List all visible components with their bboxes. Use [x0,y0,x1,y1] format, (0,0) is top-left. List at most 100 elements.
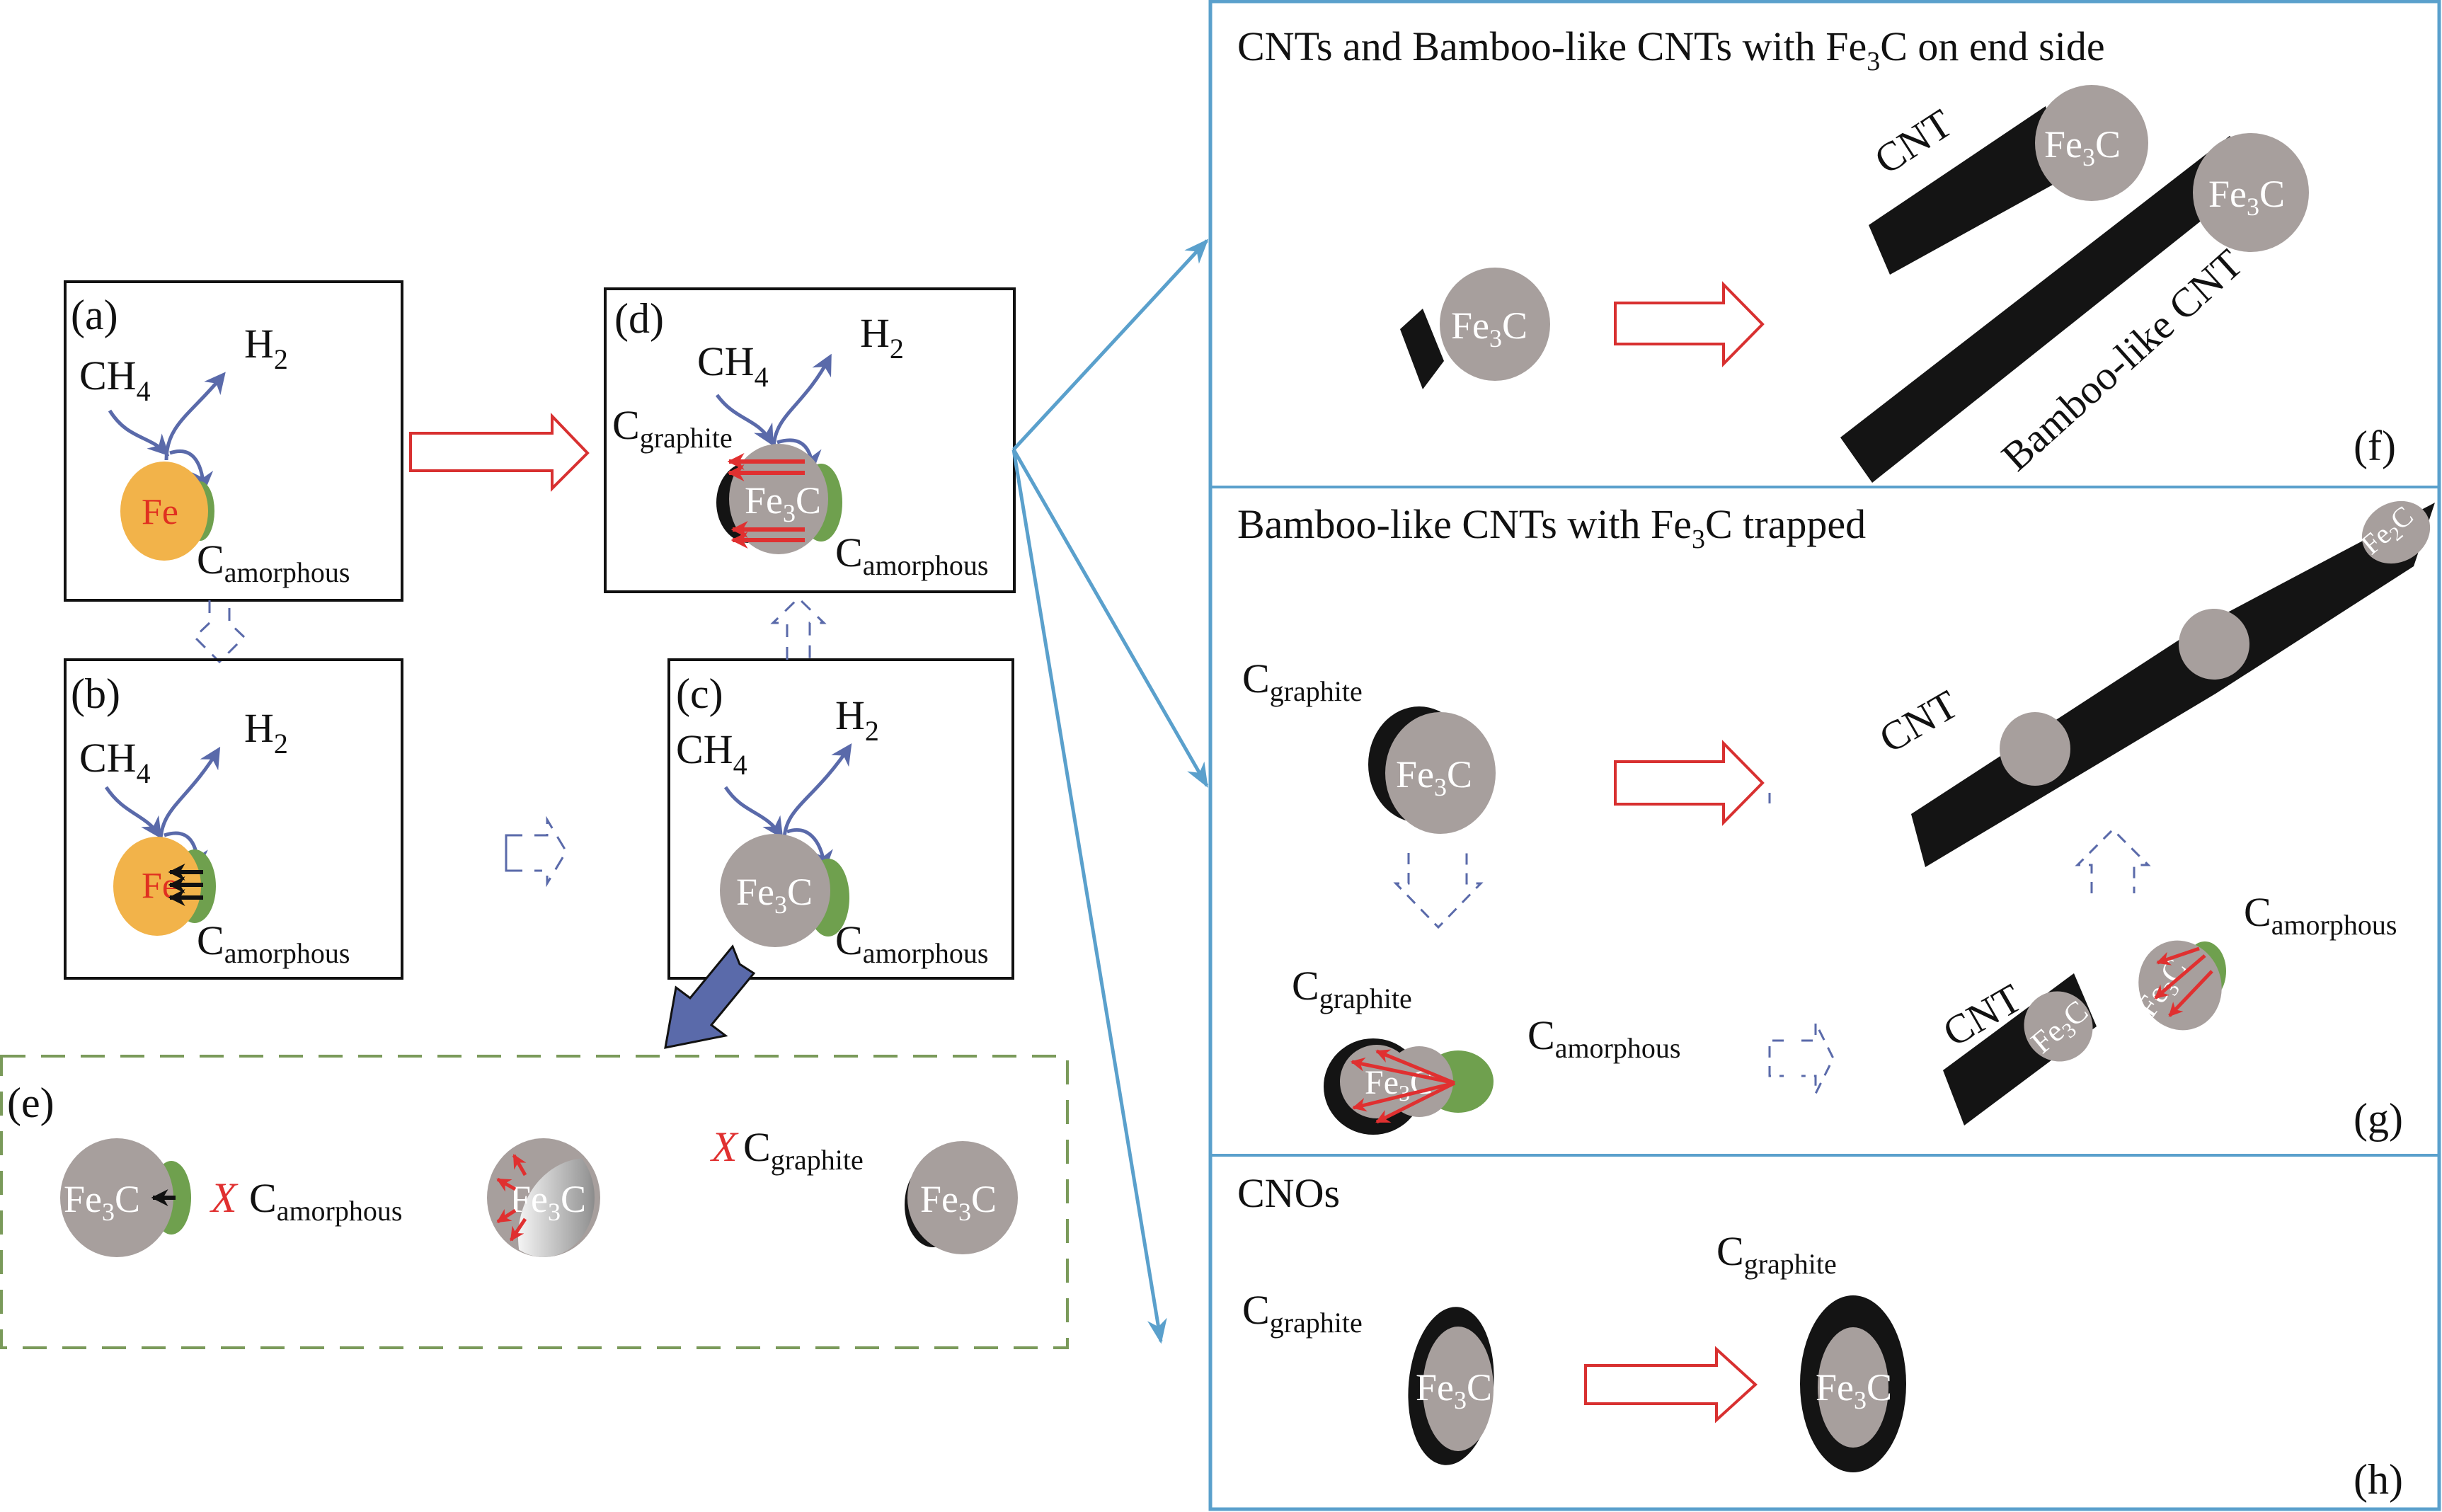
panel-d-frame [604,287,1016,593]
panel-c-frame [667,658,1014,980]
bamboo-cnt-with-trapped-fe3c: Fe2C CNT [1871,500,2435,867]
panel-e-frame [0,1055,1069,1349]
c-graphite-label: Cgraphite [612,402,733,454]
h2-label: H2 [244,321,288,375]
ch4-label: CH4 [697,338,769,393]
panel-c-tag: (c) [676,670,723,717]
h2-outflow-arrow [772,353,832,448]
panel-b: (b) CH4 H2 Fe Camorphous [64,658,403,980]
panel-f: CNTs and Bamboo-like CNTs with Fe3C on e… [1237,23,2396,483]
transition-arrow-h [1584,1346,1758,1424]
cnt-body [1869,106,2067,275]
bamboo-cnt-body [1911,503,2435,867]
fe3c-partial-graphite: Fe3C [1408,1307,1494,1465]
h2-label: H2 [860,310,904,365]
fe3c-label: Fe3C [2044,123,2121,171]
panel-d-tag: (d) [614,295,664,342]
panel-g-title: Bamboo-like CNTs with Fe3C trapped [1237,501,1866,554]
cnt-stub [1400,309,1444,389]
c-graphite-label: Cgraphite [1292,963,1412,1014]
panel-e: (e) Fe3C X Camorphous Fe3C [0,1055,1069,1349]
c-amorphous-label: Camorphous [835,917,988,969]
fe3c-with-graphite-cap: Fe3C [1368,706,1496,834]
x-mark: X [210,1174,239,1221]
panel-f-title: CNTs and Bamboo-like CNTs with Fe3C on e… [1237,23,2105,76]
fe3c-particle [1385,712,1496,834]
fe3c-particle [2035,85,2148,201]
ch4-label: CH4 [676,726,747,781]
bamboo-cnt-body [1840,136,2265,483]
fe3c-label: Fe3C [736,871,813,919]
carbon-deposit-arrow [169,449,214,493]
h2-label: H2 [835,692,879,747]
panel-b-frame [64,658,403,980]
fe-label: Fe [142,492,178,532]
panel-h-title: CNOs [1237,1170,1340,1216]
fe3c-label: Fe3C [1396,753,1472,801]
c-amorphous-label: Camorphous [835,529,988,581]
c-graphite-label: Cgraphite [743,1124,864,1176]
c-amorphous-label: Camorphous [1527,1012,1680,1064]
cnt-label: CNT [1867,100,1961,183]
panel-d: (d) CH4 H2 Cgraphite Fe3C Camorphous [604,287,1016,593]
fe3c-particle [2024,991,2093,1062]
h2-outflow-arrow [164,372,226,461]
fe3c-seed-with-stub: Fe3C [1400,268,1550,389]
ch4-inflow-arrow [723,786,784,840]
dashed-arrow-b-to-c [505,815,568,888]
fe3c-label: Fe3C [2208,173,2285,221]
transition-arrow-a-to-d [409,413,590,492]
dashed-arrow-g-down [1393,853,1484,929]
c-graphite-label: Cgraphite [1242,655,1363,707]
ch4-inflow-arrow [104,786,162,839]
panel-f-tag: (f) [2354,423,2396,469]
fe3c-particle [720,834,830,947]
branch-arrows [1011,239,1209,1344]
carbon-diffusion-arrows [2154,946,2213,1017]
branch-arrow-to-f [1012,239,1209,451]
panel-e-tag: (e) [7,1079,55,1126]
carbon-deposit-arrow [786,828,833,871]
dashed-arrow-g-right [1768,793,1835,1094]
fe3c-graphite-blocked: X Cgraphite Fe3C [710,1123,1018,1254]
carbon-diffusion-arrows [727,453,805,549]
fe3c-particle [907,1141,1018,1254]
cnt-growing-with-fe3c: Fe3C Fe3C CNT Camorphous [1935,889,2397,1126]
fe3c-particle [1440,268,1550,381]
panel-g-tag: (g) [2354,1095,2403,1142]
fe2c-tip-particle [2361,500,2431,564]
c-amorphous-label: Camorphous [249,1175,402,1227]
fe3c-amorphous-blocked: Fe3C X Camorphous [60,1138,402,1257]
trapped-fe3c-particle [2000,712,2070,786]
branch-arrow-to-h [1011,449,1167,1344]
fe3c-particle [1423,1327,1494,1451]
ch4-label: CH4 [79,735,151,789]
fe3c-particle [60,1138,173,1257]
fe-particle [120,462,208,561]
panel-b-tag: (b) [71,670,120,717]
fe3c-label: Fe3C [1416,1366,1492,1414]
fe3c-label: Fe3C [745,479,821,527]
h2-outflow-arrow [159,746,221,840]
panel-h-tag: (h) [2354,1456,2403,1503]
fe3c-label: Fe3C [510,1178,586,1226]
fe3c-label: Fe3C [64,1178,140,1226]
dashed-arrow-a-to-b [193,600,246,664]
panel-h: CNOs Cgraphite Fe3C Cgraphite Fe3C (h) [1237,1170,2403,1503]
fe3c-label: Fe3C [920,1178,997,1226]
fe3c-graphite-amorphous-diffusion: Fe3C [1324,1038,1494,1135]
dashed-arrow-g-up [2075,827,2151,893]
carbon-nano-onion: Fe3C [1800,1295,1906,1472]
panel-a-frame [64,280,403,602]
carbon-diffusion-arrows [1351,1049,1456,1124]
c-graphite-label: Cgraphite [1716,1228,1837,1280]
trapped-fe3c-particle [2179,609,2249,680]
c-amorphous-label: Camorphous [197,537,350,588]
ch4-inflow-arrow [108,409,170,457]
h2-label: H2 [244,705,288,760]
ch4-inflow-arrow [715,394,774,447]
fe3c-particle [2193,133,2309,252]
c-amorphous-label: Camorphous [197,917,350,969]
carbon-diffusion-arrows [168,864,203,906]
